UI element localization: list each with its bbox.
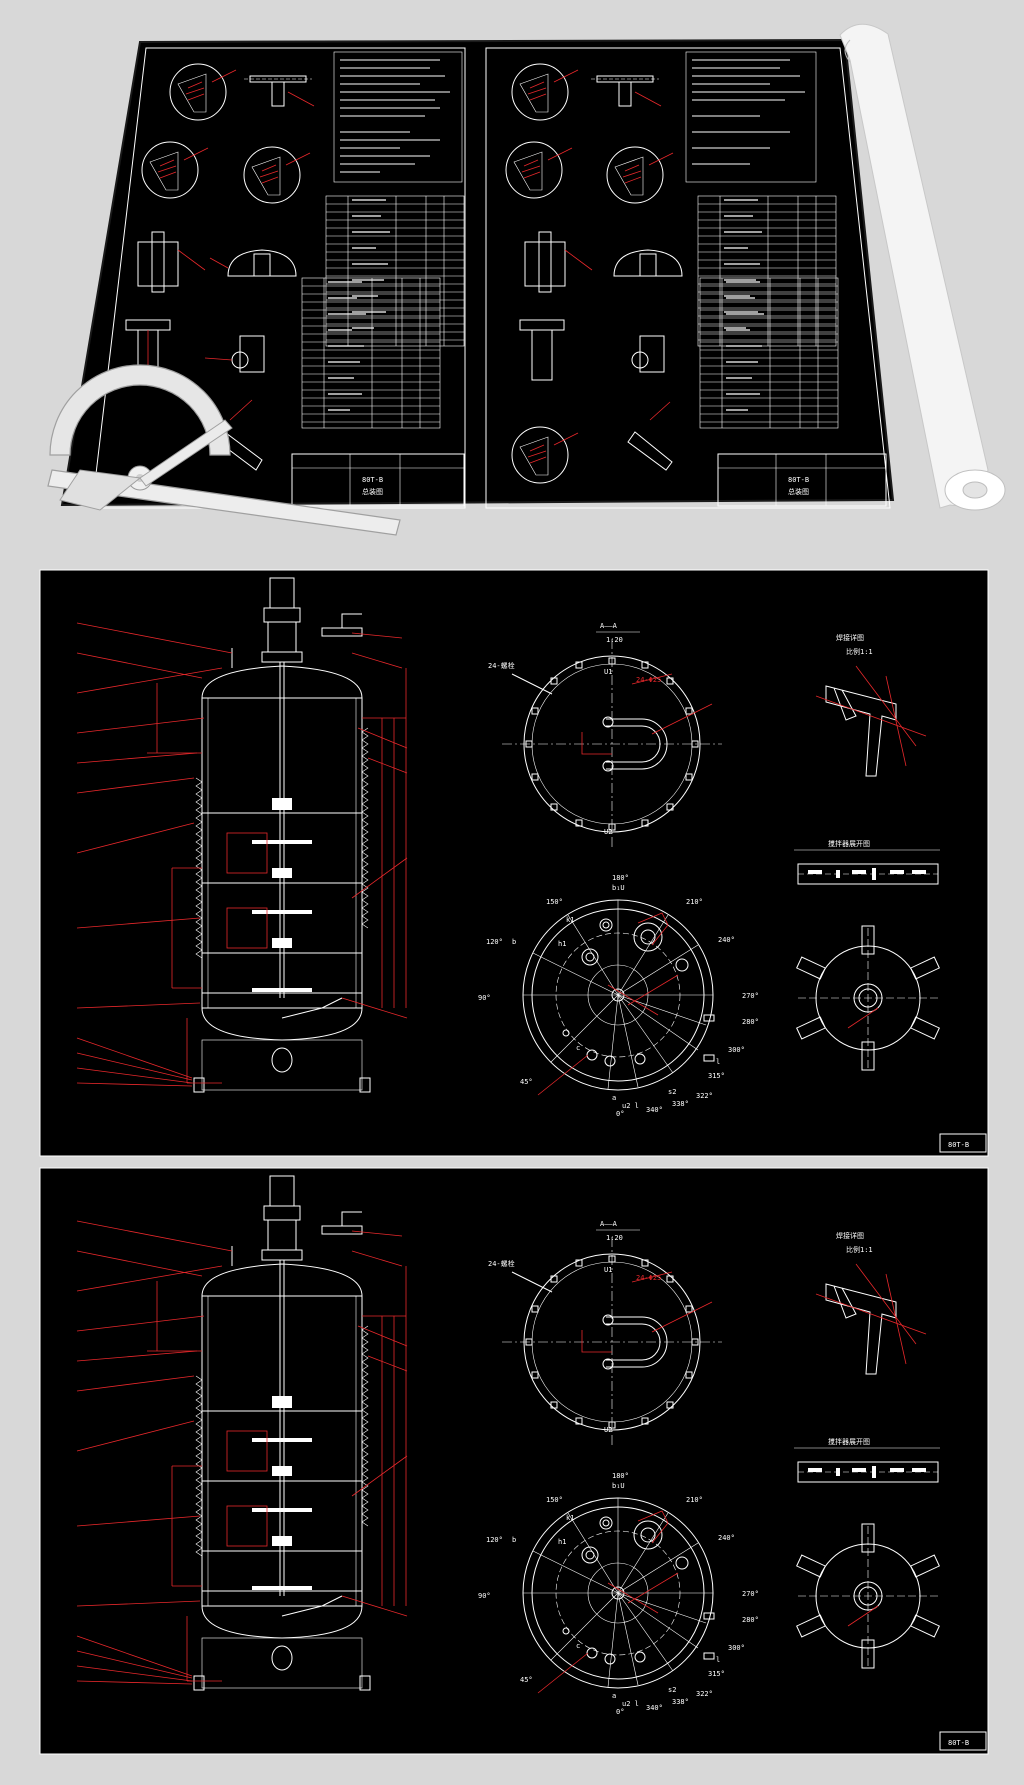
angle-top-1: 180° — [612, 874, 629, 882]
nozzle-u1-label-1: U1 — [604, 668, 612, 676]
sheet-right-panel: 80T-B 总装图 — [485, 47, 891, 509]
angle-340-2: 340° — [646, 1704, 663, 1712]
title-block-right-code: 80T-B — [788, 476, 809, 484]
sheet-notes-left — [333, 51, 463, 183]
nozzle-u2-label-1: U2 — [604, 828, 612, 836]
weld-detail-scale-1: 比例1:1 — [846, 647, 873, 656]
rolled-drawing-sheet — [60, 38, 895, 507]
title-block-left-code: 80T-B — [362, 476, 383, 484]
nozzle-s2-2: s2 — [668, 1686, 676, 1694]
nozzle-l-1: l — [716, 1058, 720, 1066]
section-a-scale-2: 1:20 — [606, 1234, 623, 1242]
protractor-icon — [47, 364, 401, 536]
nozzle-c-1: c — [576, 1044, 580, 1052]
holes-label-1: 24-Φ25 — [636, 676, 661, 684]
angle-240-1: 240° — [718, 936, 735, 944]
nozzle-b-2: b — [512, 1536, 516, 1544]
detail-leg-b — [519, 319, 565, 381]
nozzle-h1-1: h1 — [558, 940, 566, 948]
nozzle-s2-1: s2 — [668, 1088, 676, 1096]
angle-0-1: 0° — [616, 1110, 624, 1118]
gasket-label-2: 24-螺栓 — [488, 1259, 515, 1268]
angle-338-1: 338° — [672, 1100, 689, 1108]
weld-detail-scale-2: 比例1:1 — [846, 1245, 873, 1254]
detail-nozzle-d — [627, 401, 673, 471]
strip-label-1: 搅拌器展开图 — [828, 839, 870, 848]
angle-top-2: 180° — [612, 1472, 629, 1480]
angle-240-2: 240° — [718, 1534, 735, 1542]
detail-nozzle-c — [631, 335, 665, 373]
nozzle-u2l-1: u2 l — [622, 1102, 639, 1110]
nozzle-b-1: b — [512, 938, 516, 946]
gasket-label-1: 24-螺栓 — [488, 661, 515, 670]
angle-120-2: 120° — [486, 1536, 503, 1544]
sheet-notes-right — [685, 51, 817, 183]
strip-label-2: 搅拌器展开图 — [828, 1437, 870, 1446]
angle-315-1: 315° — [708, 1072, 725, 1080]
angle-300-2: 300° — [728, 1644, 745, 1652]
nozzle-k1-1: k1 — [566, 916, 574, 924]
nozzle-h1-2: h1 — [558, 1538, 566, 1546]
angle-150-2: 150° — [546, 1496, 563, 1504]
top-nozzle-1: b₁U — [612, 884, 625, 892]
section-a-scale-1: 1:20 — [606, 636, 623, 644]
title-block-left-name: 总装图 — [362, 487, 383, 496]
corner-code-2: 80T-B — [948, 1739, 969, 1747]
top-nozzle-2: b₁U — [612, 1482, 625, 1490]
angle-270-1: 270° — [742, 992, 759, 1000]
corner-code-1: 80T-B — [948, 1141, 969, 1149]
angle-322-2: 322° — [696, 1690, 713, 1698]
detail-bracket-b — [524, 231, 593, 293]
holes-label-2: 24-Φ25 — [636, 1274, 661, 1282]
nozzle-u2l-2: u2 l — [622, 1700, 639, 1708]
sheet-left-panel: 80T-B 总装图 — [91, 47, 466, 509]
paper-roll-icon — [839, 23, 1006, 511]
title-block-right: 80T-B 总装图 — [717, 453, 887, 507]
drawing-panel-1: A——A 1:20 24-螺栓 24-Φ25 U1 U2 180° b₁U 15… — [39, 569, 989, 1157]
weld-detail-title-1: 焊接详图 — [836, 633, 864, 642]
angle-280-2: 280° — [742, 1616, 759, 1624]
angle-280-1: 280° — [742, 1018, 759, 1026]
detail-nozzle-a — [204, 335, 265, 373]
angle-338-2: 338° — [672, 1698, 689, 1706]
nozzle-u2-label-2: U2 — [604, 1426, 612, 1434]
angle-210-1: 210° — [686, 898, 703, 906]
angle-315-2: 315° — [708, 1670, 725, 1678]
angle-90-1: 90° — [478, 994, 491, 1002]
angle-340-1: 340° — [646, 1106, 663, 1114]
title-block-left: 80T-B 总装图 — [291, 453, 465, 507]
section-a-title-1: A——A — [600, 622, 618, 630]
angle-300-1: 300° — [728, 1046, 745, 1054]
angle-45-1: 45° — [520, 1078, 533, 1086]
nozzle-k1-2: k1 — [566, 1514, 574, 1522]
nozzle-a-1: a — [612, 1094, 616, 1102]
angle-150-1: 150° — [546, 898, 563, 906]
angle-120-1: 120° — [486, 938, 503, 946]
angle-45-2: 45° — [520, 1676, 533, 1684]
nozzle-u1-label-2: U1 — [604, 1266, 612, 1274]
nozzle-a-2: a — [612, 1692, 616, 1700]
detail-bracket-a — [137, 231, 206, 293]
detail-saddle-b — [613, 249, 683, 277]
angle-270-2: 270° — [742, 1590, 759, 1598]
nozzle-c-2: c — [576, 1642, 580, 1650]
section-a-title-2: A——A — [600, 1220, 618, 1228]
drawing-panel-2: A——A 1:20 24-螺栓 24-Φ25 U1 U2 180° b₁U 15… — [39, 1167, 989, 1755]
angle-90-2: 90° — [478, 1592, 491, 1600]
angle-210-2: 210° — [686, 1496, 703, 1504]
title-block-right-name: 总装图 — [788, 487, 809, 496]
angle-0-2: 0° — [616, 1708, 624, 1716]
nozzle-l-2: l — [716, 1656, 720, 1664]
weld-detail-title-2: 焊接详图 — [836, 1231, 864, 1240]
angle-322-1: 322° — [696, 1092, 713, 1100]
detail-saddle-a — [209, 249, 297, 277]
